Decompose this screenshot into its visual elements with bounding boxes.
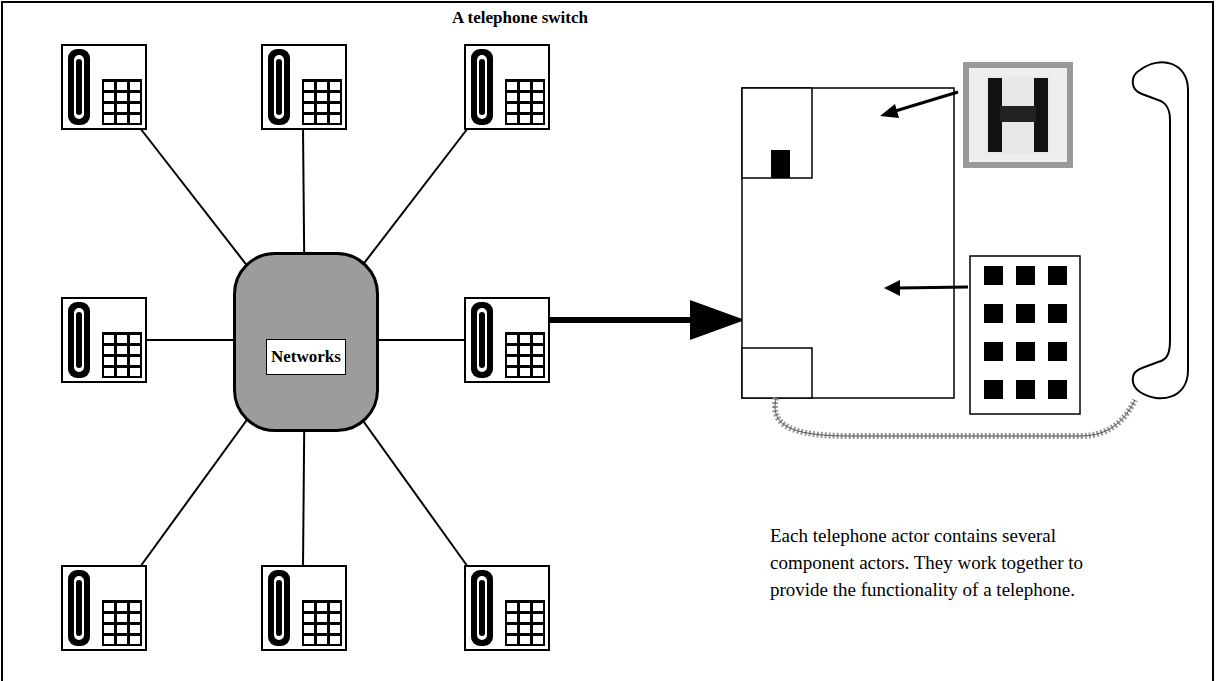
network-node: Networks [233, 252, 379, 432]
note-text: Each telephone actor contains several co… [770, 522, 1100, 603]
diagram-title: A telephone switch [0, 8, 1040, 28]
telephone-icons [62, 45, 549, 650]
telephone-detail [742, 62, 1188, 436]
zoom-arrow [549, 300, 745, 340]
phone-wires [140, 128, 468, 567]
node-label: Networks [266, 339, 346, 375]
